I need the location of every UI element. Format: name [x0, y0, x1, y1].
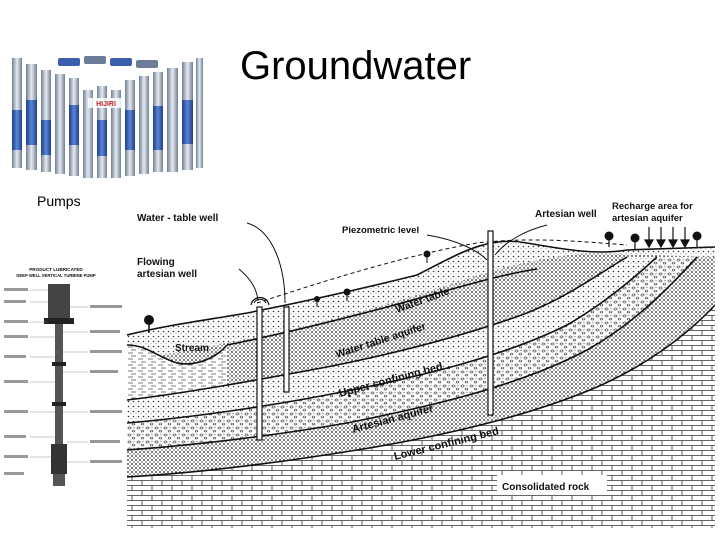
svg-text:DEEP WELL VERTICAL TURBINE PUM: DEEP WELL VERTICAL TURBINE PUMP [16, 273, 96, 278]
wells [256, 230, 494, 441]
leader-lines [238, 222, 548, 304]
pump-column [44, 284, 74, 486]
label-piezometric-level: Piezometric level [342, 225, 419, 236]
spec-callout-lines [30, 289, 88, 463]
artesian-aquifer-layer [127, 257, 697, 450]
svg-text:HIJIRI: HIJIRI [96, 101, 116, 108]
spec-text-blocks [4, 288, 122, 475]
recharge-arrows [643, 227, 691, 249]
label-flowing-artesian-line2: artesian well [137, 269, 197, 280]
label-recharge-area-line1: Recharge area for [612, 201, 693, 212]
layer-boundaries [127, 240, 715, 478]
lower-confining-bed-layer [127, 257, 715, 477]
label-recharge-area-line2: artesian aquifer [612, 213, 683, 224]
pumps-caption: Pumps [37, 193, 81, 209]
pump-motors-top [58, 56, 158, 68]
label-consolidated-rock: Consolidated rock [502, 482, 590, 493]
slide-title: Groundwater [240, 44, 472, 88]
consolidated-rock-layer [127, 305, 715, 528]
label-water-table-well: Water - table well [137, 213, 219, 224]
flowing-water-icon [250, 296, 270, 306]
tree-icons [144, 231, 702, 333]
label-artesian-well: Artesian well [535, 209, 597, 220]
pumps-photo: HIJIRI [12, 56, 203, 178]
pump-units [12, 58, 203, 178]
turbine-pump-sheet: PRODUCT LUBRICATED DEEP WELL VERTICAL TU… [4, 267, 122, 486]
svg-text:PRODUCT LUBRICATED: PRODUCT LUBRICATED [29, 267, 83, 272]
groundwater-cross-section: Water - table well Artesian well Recharg… [127, 201, 715, 528]
label-stream: Stream [175, 343, 209, 354]
label-flowing-artesian-line1: Flowing [137, 257, 175, 268]
consolidated-rock-label-bg [497, 475, 607, 495]
piezometric-level-line [256, 239, 628, 304]
brand-logo: HIJIRI [88, 98, 124, 108]
